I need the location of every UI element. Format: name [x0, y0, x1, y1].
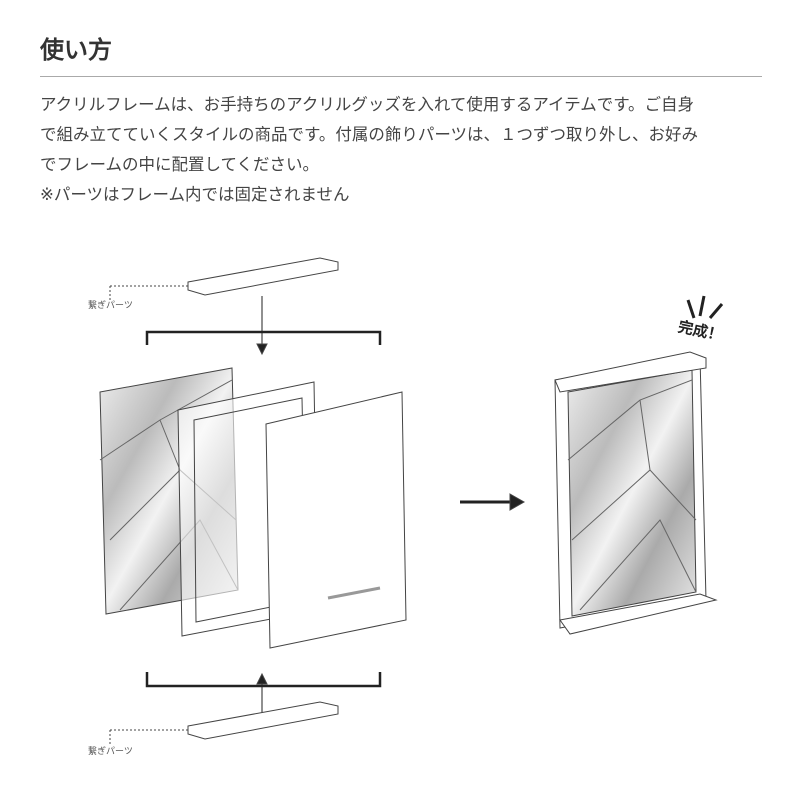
instruction-line: アクリルフレームは、お手持ちのアクリルグッズを入れて使用するアイテムです。ご自身	[40, 95, 695, 114]
instruction-line: でフレームの中に配置してください。	[40, 155, 320, 174]
connector-part-top	[187, 257, 339, 296]
connector-label-bottom: 繋ぎパーツ	[88, 747, 133, 757]
front-acrylic-panel	[265, 391, 407, 649]
page-title: 使い方	[40, 36, 112, 64]
connector-part-bottom	[187, 701, 339, 740]
note: ※パーツはフレーム内では固定されません	[40, 185, 350, 204]
connector-label-top: 繋ぎパーツ	[88, 301, 133, 311]
divider	[40, 76, 762, 77]
instruction-line: で組み立てていくスタイルの商品です。付属の飾りパーツは、１つずつ取り外し、お好み	[40, 125, 699, 144]
instructions: アクリルフレームは、お手持ちのアクリルグッズを入れて使用するアイテムです。ご自身…	[40, 90, 770, 210]
